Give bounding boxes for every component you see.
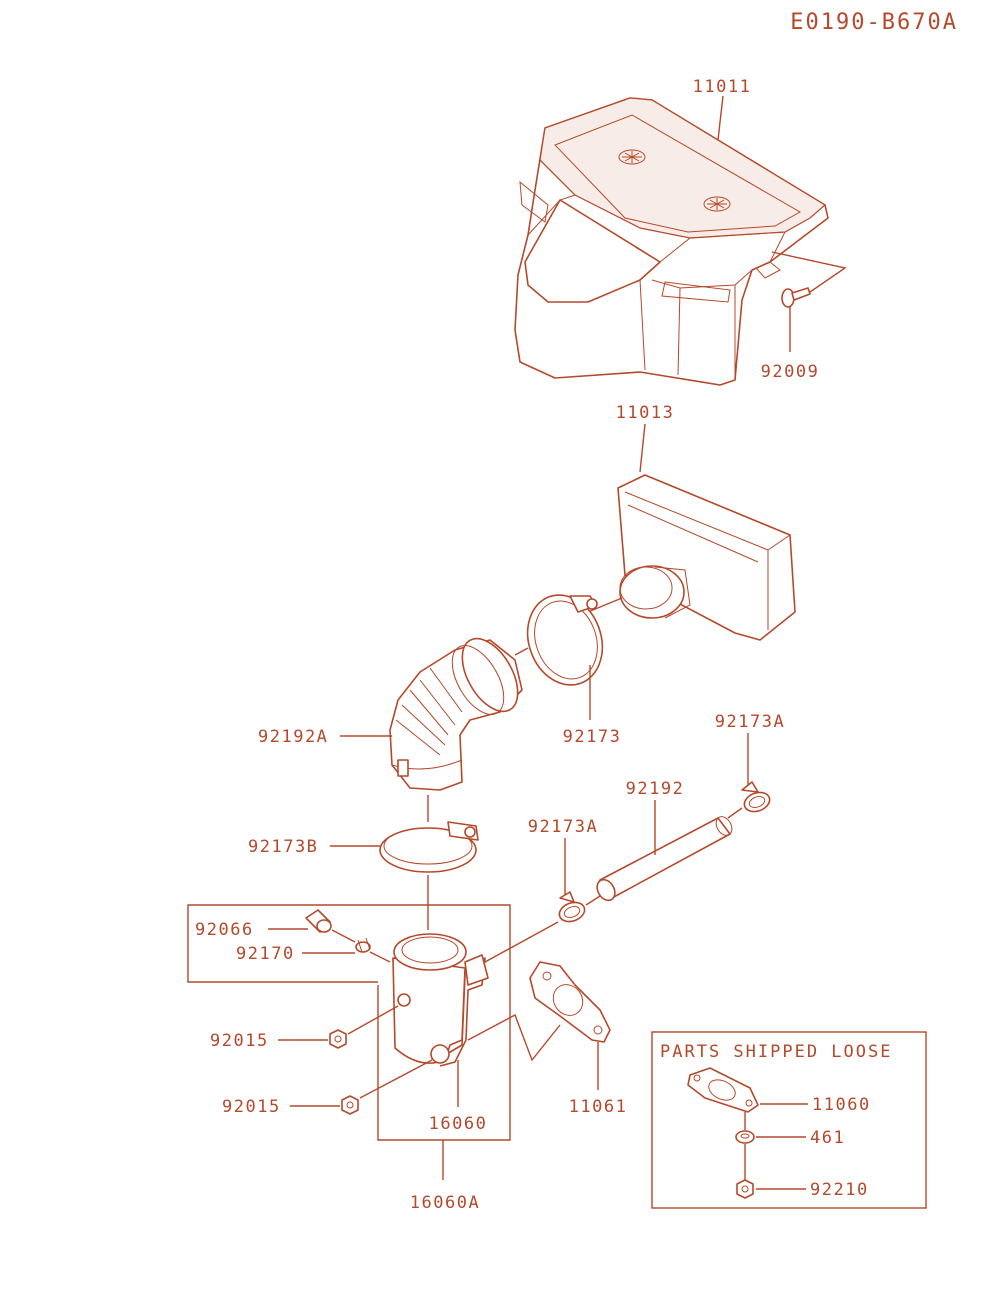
- hose-clamp-92173A-mid[interactable]: [557, 891, 588, 925]
- leader-11013: [639, 423, 646, 473]
- air-filter-element[interactable]: [617, 474, 796, 641]
- intake-pipe-16060[interactable]: [392, 933, 489, 1067]
- elbow-hose-92192A[interactable]: [389, 629, 529, 791]
- gasket-11060[interactable]: [687, 1067, 759, 1113]
- fuel-hose-92192[interactable]: [594, 814, 735, 904]
- label-92192A: 92192A: [258, 727, 328, 747]
- label-16060A: 16060A: [410, 1193, 480, 1213]
- assembly-line-10: [347, 1005, 399, 1035]
- assembly-line-7: [484, 921, 559, 963]
- leader-11011: [717, 95, 724, 141]
- assembly-line-6: [585, 895, 601, 906]
- assembly-line-9: [369, 951, 391, 963]
- label-92173B: 92173B: [248, 837, 318, 857]
- parts-shipped-loose-box: [651, 1031, 927, 1209]
- parts-box-title: PARTS SHIPPED LOOSE: [660, 1042, 892, 1062]
- label-11060: 11060: [812, 1095, 871, 1115]
- label-461: 461: [810, 1128, 845, 1148]
- nut-92210[interactable]: [736, 1179, 754, 1199]
- washer-461[interactable]: [735, 1130, 755, 1144]
- assembly-line-11: [359, 1059, 433, 1099]
- hose-clamp-92173B[interactable]: [379, 821, 479, 873]
- screw-92009[interactable]: [781, 287, 811, 308]
- label-92009: 92009: [761, 362, 820, 382]
- label-16060: 16060: [429, 1114, 488, 1134]
- assembly-line-8: [331, 929, 356, 943]
- label-11011: 11011: [693, 77, 752, 97]
- assembly-line-2: [514, 647, 529, 656]
- label-92173A-mid: 92173A: [528, 817, 598, 837]
- assembly-line-12: [467, 1014, 561, 1062]
- label-92015-upper: 92015: [210, 1031, 269, 1051]
- label-92015-lower: 92015: [222, 1097, 281, 1117]
- plug-92066[interactable]: [305, 909, 332, 933]
- label-92210: 92210: [810, 1180, 869, 1200]
- diagram-code: E0190-B670A: [790, 10, 958, 35]
- assembly-bracket: [187, 904, 511, 1141]
- nut-92015-lower[interactable]: [341, 1095, 359, 1115]
- clip-92170[interactable]: [355, 937, 371, 953]
- label-92066: 92066: [195, 920, 254, 940]
- nut-92015-upper[interactable]: [329, 1029, 347, 1049]
- label-11061: 11061: [569, 1097, 628, 1117]
- assembly-line-1: [587, 597, 623, 613]
- label-11013: 11013: [616, 403, 675, 423]
- hose-clamp-92173A-top[interactable]: [741, 781, 773, 815]
- label-92170: 92170: [236, 944, 295, 964]
- assembly-line-5: [727, 807, 743, 819]
- label-92173A-top: 92173A: [715, 712, 785, 732]
- air-cleaner-cover[interactable]: [514, 97, 829, 386]
- label-92192: 92192: [626, 779, 685, 799]
- hose-clamp-92173[interactable]: [515, 584, 614, 695]
- gasket-11061[interactable]: [529, 961, 611, 1043]
- label-92173: 92173: [563, 727, 622, 747]
- leader-92009-a: [771, 251, 847, 293]
